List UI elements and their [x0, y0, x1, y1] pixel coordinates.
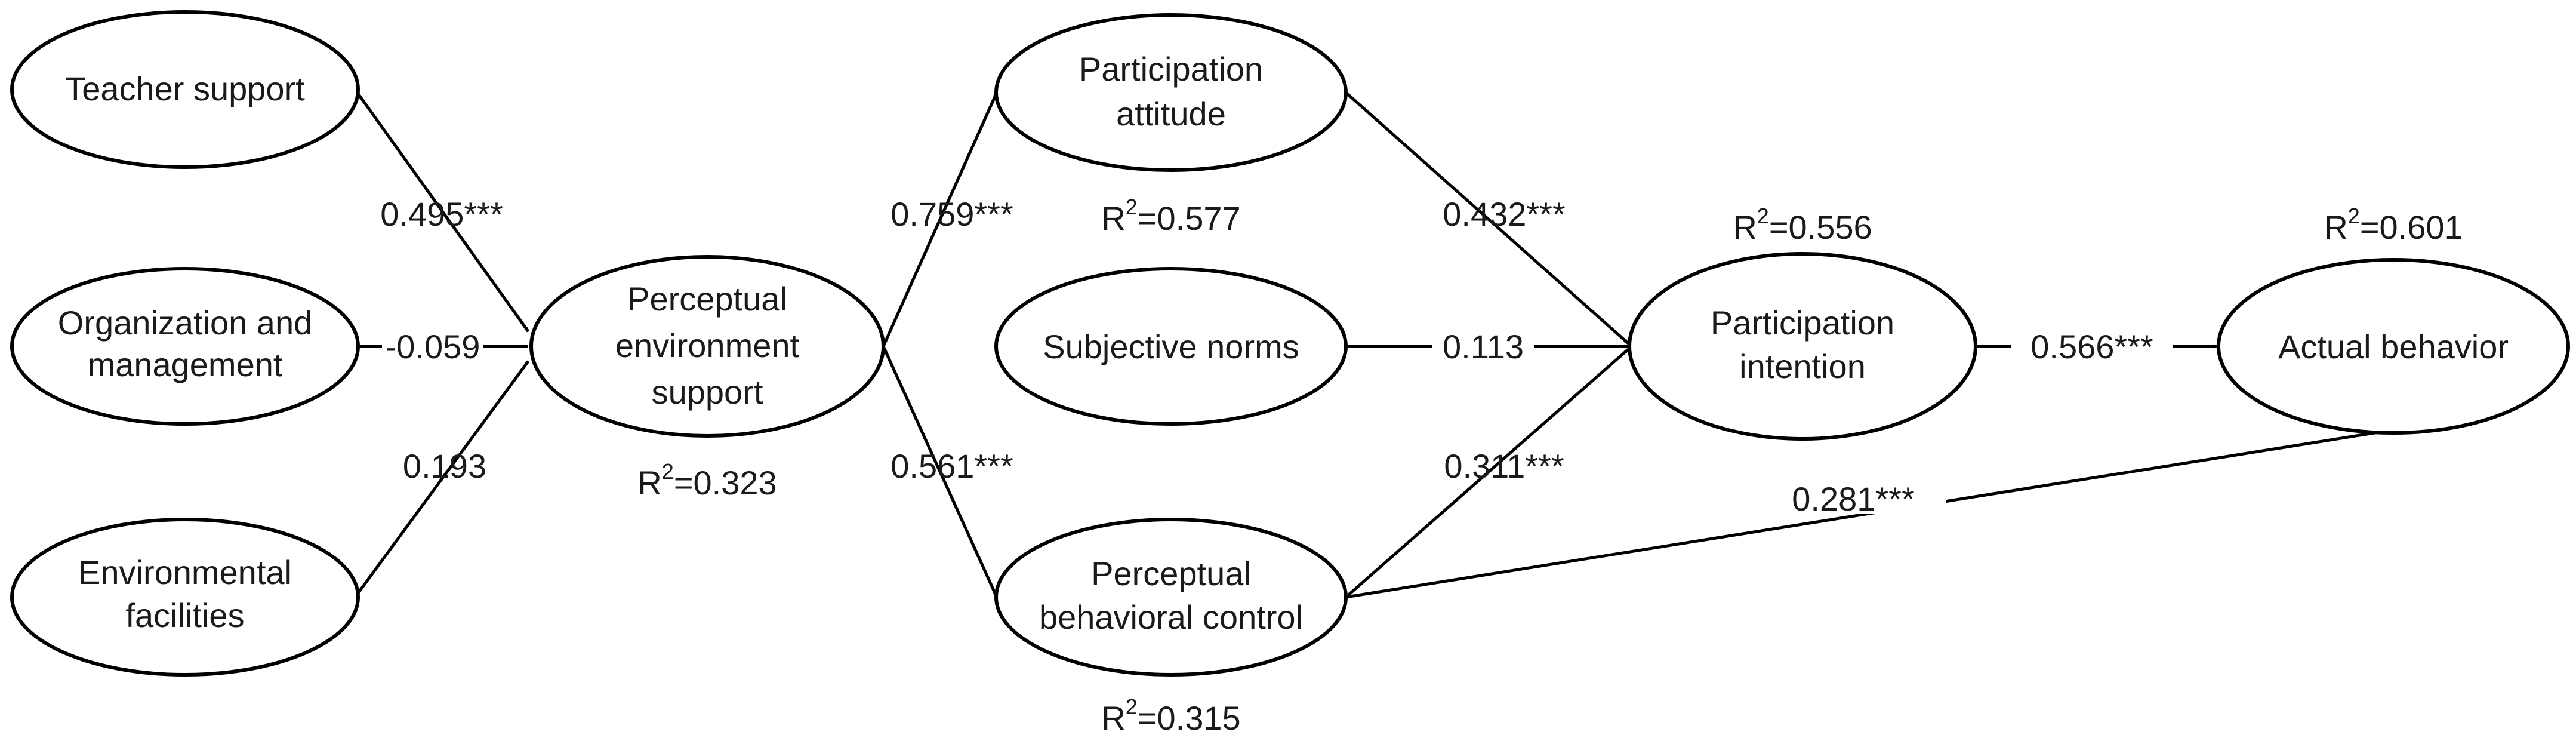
edge-pbc-to-intention — [1345, 348, 1629, 598]
node-label: management — [88, 346, 283, 383]
r2-actual-behavior: R2=0.601 — [2324, 204, 2463, 246]
node-participation-intention: Participation intention — [1628, 252, 1977, 441]
node-participation-attitude: Participation attitude — [994, 13, 1348, 172]
coef-subjective-norms: 0.113 — [1443, 328, 1524, 365]
node-environmental-facilities: Environmental facilities — [10, 518, 360, 677]
node-label: Perceptual — [1091, 555, 1251, 592]
node-label: support — [652, 373, 763, 411]
node-label: Participation — [1711, 304, 1894, 342]
edge-pes-to-participation-attitude — [882, 91, 999, 348]
node-label: Teacher support — [65, 70, 305, 107]
r2-perceptual-behavioral-control: R2=0.315 — [1101, 694, 1240, 737]
node-teacher-support: Teacher support — [10, 10, 360, 169]
node-perceptual-behavioral-control: Perceptual behavioral control — [994, 518, 1348, 677]
node-label: facilities — [125, 597, 244, 634]
coef-intention-to-behavior: 0.566*** — [2030, 328, 2153, 365]
coef-pes-to-attitude: 0.759*** — [890, 195, 1013, 233]
edge-teacher-support-to-pes — [353, 88, 530, 333]
r2-perceptual-environment-support: R2=0.323 — [637, 459, 777, 502]
node-actual-behavior: Actual behavior — [2217, 258, 2570, 435]
coef-organization: -0.059 — [386, 328, 480, 365]
coef-pes-to-pbc: 0.561*** — [890, 447, 1013, 485]
node-organization-and-management: Organization and management — [10, 267, 360, 426]
coef-attitude-to-intention: 0.432*** — [1443, 195, 1566, 233]
node-label: attitude — [1116, 95, 1226, 133]
coef-pbc-to-intention: 0.311*** — [1444, 447, 1564, 485]
coef-environmental-facilities: 0.193 — [403, 447, 486, 485]
node-label: Environmental — [78, 554, 292, 591]
node-label: Perceptual — [627, 280, 787, 318]
r2-participation-intention: R2=0.556 — [1733, 204, 1872, 246]
edge-pes-to-pbc — [882, 345, 999, 598]
edge-participation-attitude-to-intention — [1345, 91, 1629, 345]
node-label: Subjective norms — [1043, 328, 1299, 365]
node-subjective-norms: Subjective norms — [994, 267, 1348, 426]
r2-participation-attitude: R2=0.577 — [1101, 195, 1240, 237]
node-label: behavioral control — [1039, 598, 1303, 636]
node-perceptual-environment-support: Perceptual environment support — [529, 255, 885, 438]
edge-environmental-facilities-to-pes — [353, 360, 530, 598]
node-label: Participation — [1079, 50, 1263, 88]
r-squared-layer: R2=0.323 R2=0.577 R2=0.315 R2=0.556 R2=0… — [637, 195, 2463, 737]
node-label: Organization and — [58, 304, 313, 342]
node-label: Actual behavior — [2278, 328, 2509, 365]
coef-teacher-support: 0.495*** — [380, 195, 503, 233]
node-label: intention — [1739, 348, 1866, 385]
node-label: environment — [615, 327, 800, 364]
coefficient-layer: 0.495*** -0.059 0.193 0.759*** 0.561*** … — [380, 195, 2173, 518]
coef-pbc-to-behavior: 0.281*** — [1792, 480, 1915, 518]
